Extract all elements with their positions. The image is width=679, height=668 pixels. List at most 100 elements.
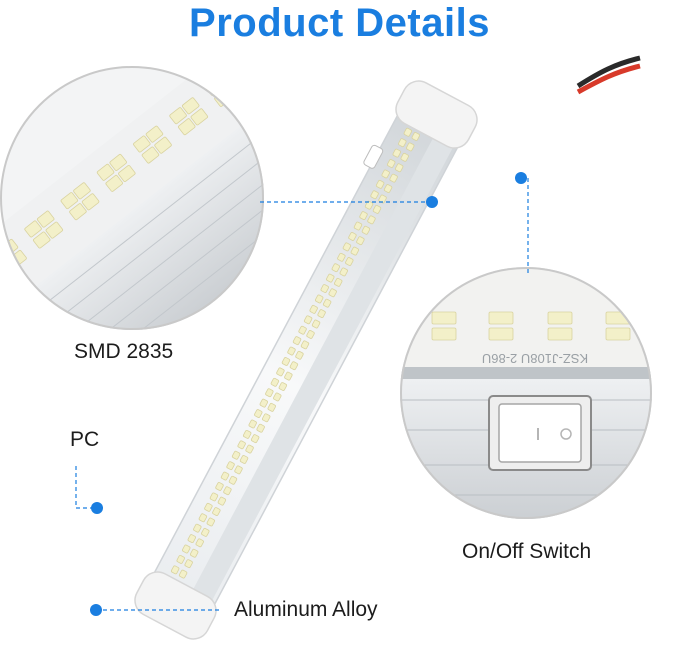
led-chip (356, 236, 365, 246)
led-chip-magnified (154, 136, 172, 154)
led-chip-magnified (0, 248, 6, 266)
led-chip (331, 263, 340, 273)
led-chip-magnified (109, 154, 127, 171)
led-chip (334, 277, 343, 287)
led-chip (298, 325, 307, 335)
callout-dot-smd (426, 196, 438, 208)
led-chip (248, 419, 257, 429)
led-chip (383, 184, 393, 193)
led-chip-row (165, 127, 420, 589)
led-chip-magnified (178, 118, 196, 136)
power-wire-red (576, 63, 641, 95)
end-cap-top (395, 80, 478, 149)
led-chip (187, 534, 196, 543)
led-chip (278, 382, 287, 391)
power-wire-black (576, 55, 641, 89)
led-chip (292, 336, 302, 345)
led-chip-magnified (0, 259, 15, 277)
magnifier-smd-border (0, 66, 264, 330)
led-chip (243, 430, 252, 439)
led-chip (262, 413, 271, 423)
led-chip (239, 455, 249, 464)
callout-line-pc (75, 466, 95, 509)
led-chip (223, 486, 232, 496)
led-chip (267, 402, 276, 412)
label-aluminum-alloy: Aluminum Alloy (234, 598, 378, 621)
led-chip (237, 440, 246, 450)
led-chip-magnified (488, 327, 514, 341)
led-chip (289, 361, 299, 371)
led-chip (176, 555, 185, 564)
led-chip (364, 200, 374, 210)
led-chip (326, 273, 335, 283)
led-chip-magnified (118, 165, 136, 182)
led-chip (276, 367, 285, 377)
led-chip-magnified (488, 311, 514, 325)
led-chip (411, 132, 420, 141)
led-chip (198, 513, 208, 523)
led-chip (206, 517, 215, 527)
led-chip (322, 298, 332, 308)
led-chip (339, 267, 348, 277)
led-chip (256, 423, 265, 433)
led-chip (348, 232, 357, 241)
led-chip (359, 211, 368, 220)
led-chip (342, 242, 352, 252)
led-chip-magnified (69, 203, 87, 221)
led-chip (406, 142, 415, 152)
callout-dot-aluminum (90, 604, 102, 616)
led-chip-magnified (133, 135, 151, 153)
led-chip-magnified (73, 182, 91, 200)
callout-dot-switch (515, 172, 527, 184)
led-chip-magnified (37, 210, 55, 228)
led-chip (300, 340, 310, 350)
led-chip (217, 496, 227, 506)
led-chip (400, 152, 409, 162)
magnifier-switch: KSZ-J108U 2-86U (400, 267, 652, 519)
led-chip-magnified (218, 69, 236, 86)
led-chip (315, 294, 324, 304)
led-chip (306, 330, 315, 339)
label-on-off-switch: On/Off Switch (462, 540, 592, 563)
led-chip (273, 392, 282, 402)
led-chip (284, 371, 293, 381)
led-chip (228, 475, 238, 485)
led-chip (226, 461, 235, 471)
led-chip (389, 173, 398, 183)
rocker-switch[interactable] (498, 403, 582, 463)
led-chip (215, 482, 224, 491)
led-chip-magnified (605, 327, 631, 341)
page-title: Product Details (189, 1, 490, 45)
led-chip (270, 377, 280, 387)
led-chip (281, 357, 291, 366)
led-chip (350, 246, 360, 256)
callout-line-switch (521, 177, 529, 273)
switch-on-bar[interactable] (363, 144, 384, 169)
led-chip (311, 319, 321, 329)
led-chip-magnified (81, 193, 100, 211)
led-chip (171, 565, 180, 575)
led-chip (372, 205, 382, 214)
label-pc: PC (70, 428, 100, 451)
led-chip (245, 444, 254, 454)
led-chip-magnified (60, 192, 79, 210)
led-chip-magnified (45, 221, 64, 239)
led-chip (295, 350, 304, 360)
end-cap-bottom (134, 571, 217, 640)
label-smd: SMD 2835 (74, 340, 174, 363)
led-chip (370, 190, 379, 200)
led-chip (231, 450, 241, 460)
led-chip (392, 148, 401, 158)
callout-dot-pc (91, 502, 103, 514)
led-chip (403, 127, 413, 137)
led-chip (193, 523, 202, 533)
led-chip-magnified (105, 174, 123, 192)
led-chip-magnified (96, 163, 115, 181)
led-chip-magnified (431, 311, 457, 325)
led-chip (387, 159, 396, 168)
led-chip (265, 388, 274, 398)
led-chip-magnified (190, 108, 209, 126)
led-chip (303, 315, 313, 325)
led-chip (234, 465, 243, 475)
